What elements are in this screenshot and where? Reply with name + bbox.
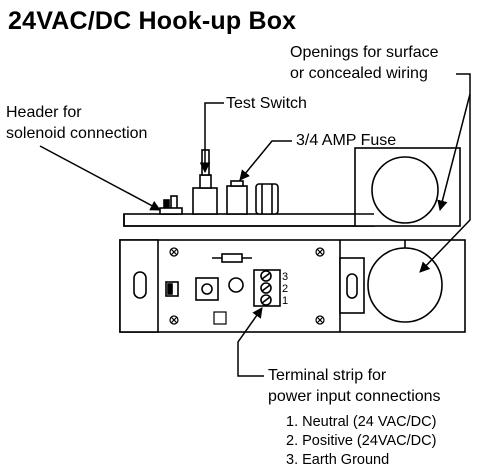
leader-test-switch xyxy=(199,102,224,174)
leader-header xyxy=(39,145,161,211)
leader-openings-top xyxy=(437,73,471,212)
leader-fuse xyxy=(239,140,292,181)
leader-openings-bottom xyxy=(419,94,471,273)
connection-item-positive: 2. Positive (24VAC/DC) xyxy=(286,433,437,449)
plan-view xyxy=(119,239,466,333)
callout-leaders xyxy=(39,73,471,377)
terminal-number-1: 1 xyxy=(282,295,288,307)
label-terminal-line1: Terminal strip for xyxy=(268,367,387,384)
side-component xyxy=(255,183,279,215)
side-view xyxy=(123,147,461,227)
terminal-number-2: 2 xyxy=(282,283,288,295)
label-openings-line2: or concealed wiring xyxy=(290,65,428,82)
terminal-strip xyxy=(253,269,281,307)
connection-item-neutral: 1. Neutral (24 VAC/DC) xyxy=(286,414,437,430)
label-terminal-line2: power input connections xyxy=(268,388,441,405)
label-header-line2: solenoid connection xyxy=(6,125,148,142)
label-fuse: 3/4 AMP Fuse xyxy=(296,132,397,149)
bottom-knockout-opening xyxy=(367,247,443,323)
diagram-title: 24VAC/DC Hook-up Box xyxy=(8,7,297,35)
fuse-holder xyxy=(226,180,248,215)
label-test-switch: Test Switch xyxy=(226,95,307,112)
plan-fuse xyxy=(228,277,244,293)
solenoid-header xyxy=(159,195,183,215)
plan-resistor xyxy=(212,253,252,263)
label-openings-line1: Openings for surface xyxy=(290,44,439,61)
top-knockout-opening xyxy=(371,156,439,224)
label-header-line1: Header for xyxy=(6,104,82,121)
plan-test-switch xyxy=(195,277,219,301)
screw-group xyxy=(169,247,325,325)
side-base-plate xyxy=(123,213,375,227)
side-left-bracket xyxy=(123,214,356,227)
leader-terminal xyxy=(237,307,264,377)
connection-item-earth-ground: 3. Earth Ground xyxy=(286,452,390,468)
terminal-number-3: 3 xyxy=(282,271,288,283)
